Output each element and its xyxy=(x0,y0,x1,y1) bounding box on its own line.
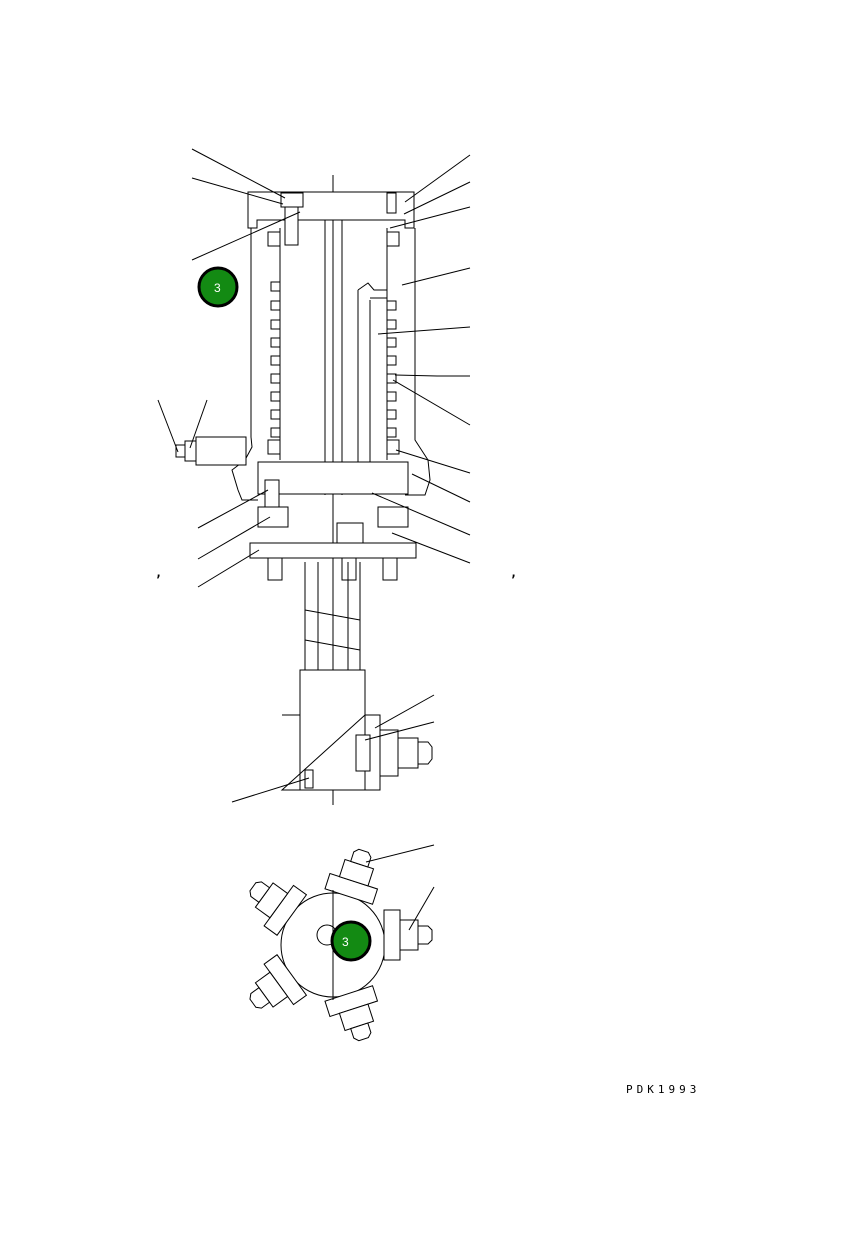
badge-label: 3 xyxy=(214,281,221,295)
body-right xyxy=(405,228,431,496)
drawing-code: PDK1993 xyxy=(626,1083,701,1096)
separator-mark: , xyxy=(510,566,518,580)
leader-line xyxy=(371,492,471,536)
leader-line xyxy=(197,489,269,529)
leader-line xyxy=(191,148,286,199)
leader-line xyxy=(411,473,471,503)
bottom-flange xyxy=(249,542,417,559)
callout-badge-3[interactable]: 3 xyxy=(197,266,239,308)
leader-line xyxy=(392,379,471,426)
leader-line xyxy=(408,886,435,931)
side-port-plug xyxy=(175,444,186,458)
bottom-head xyxy=(257,461,409,495)
top-bolt xyxy=(284,206,299,246)
feed-tube xyxy=(304,562,361,670)
radial-fitting-bottom-left xyxy=(249,954,308,1009)
leader-line xyxy=(403,181,471,215)
stud-center xyxy=(341,557,357,581)
callout-badge-3-bottom[interactable]: 3 xyxy=(330,920,372,962)
nut-right xyxy=(377,506,409,528)
top-bolt-head xyxy=(280,192,304,208)
leader-line xyxy=(197,516,271,560)
fitting-tip xyxy=(417,741,433,765)
fitting-body xyxy=(397,737,419,769)
radial-fitting-top-left xyxy=(249,881,308,936)
radial-fitting-right xyxy=(383,909,433,961)
inner-passage xyxy=(357,282,388,493)
leader-line xyxy=(391,532,471,564)
badge-circle xyxy=(330,920,372,962)
leader-line xyxy=(231,777,310,803)
radial-fitting-bottom xyxy=(324,985,379,1042)
leader-line xyxy=(189,399,208,449)
side-port-nut xyxy=(184,440,197,462)
side-port-body xyxy=(195,436,247,466)
badge-circle xyxy=(197,266,239,308)
leader-line xyxy=(191,211,301,261)
leader-line xyxy=(157,399,179,453)
leader-line xyxy=(374,694,435,729)
stud-right xyxy=(382,557,398,581)
leader-line xyxy=(364,721,435,741)
stud-left xyxy=(267,557,283,581)
leader-line xyxy=(197,549,260,588)
separator-mark: , xyxy=(155,566,163,580)
lower-base xyxy=(280,714,381,791)
badge-label: 3 xyxy=(342,935,349,949)
leader-line xyxy=(389,206,471,229)
nut-left xyxy=(257,506,289,528)
leader-line xyxy=(401,267,471,286)
fitting-hex xyxy=(379,729,399,777)
leader-line xyxy=(191,177,284,205)
radial-fitting-top xyxy=(324,848,379,905)
leader-line xyxy=(395,449,471,474)
leader-line xyxy=(404,154,471,203)
leader-line xyxy=(377,326,471,335)
nut-center xyxy=(336,522,364,544)
leader-lines xyxy=(157,148,471,931)
top-pin xyxy=(386,192,397,214)
leader-line xyxy=(394,374,470,377)
cylinder-assembly xyxy=(175,191,433,791)
leader-line xyxy=(365,844,435,863)
seal-rings xyxy=(267,231,400,455)
valve-insert xyxy=(355,734,371,772)
